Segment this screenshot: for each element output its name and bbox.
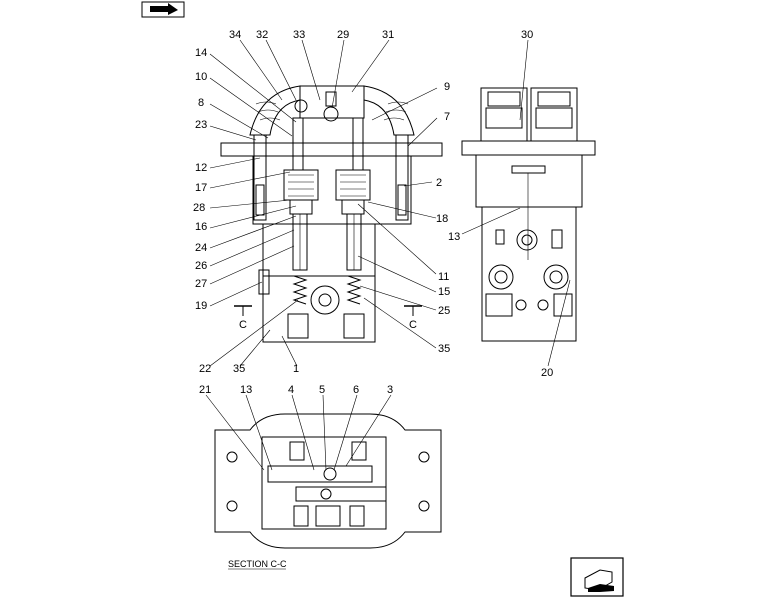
section-c-c-view <box>214 413 442 549</box>
callout-10: 10 <box>195 71 207 83</box>
callout-labels: 34 32 33 29 31 30 14 10 9 8 7 23 12 2 17… <box>193 29 553 570</box>
callout-25: 25 <box>438 305 450 317</box>
callout-26: 26 <box>195 260 207 272</box>
callout-27: 27 <box>195 278 207 290</box>
callout-34: 34 <box>229 29 241 41</box>
callout-13-section: 13 <box>240 384 252 396</box>
next-page-icon[interactable] <box>570 557 624 597</box>
callout-35-left: 35 <box>233 363 245 375</box>
callout-7: 7 <box>444 111 450 123</box>
section-caption: SECTION C-C <box>228 559 287 569</box>
previous-page-icon[interactable] <box>141 1 185 18</box>
callout-13: 13 <box>448 231 460 243</box>
callout-23: 23 <box>195 119 207 131</box>
callout-5: 5 <box>319 384 325 396</box>
callout-14: 14 <box>195 47 207 59</box>
leader-lines <box>205 39 571 471</box>
callout-33: 33 <box>293 29 305 41</box>
callout-19: 19 <box>195 300 207 312</box>
section-mark-left: C <box>239 319 247 331</box>
callout-12: 12 <box>195 162 207 174</box>
callout-8: 8 <box>198 97 204 109</box>
callout-29: 29 <box>337 29 349 41</box>
callout-21: 21 <box>199 384 211 396</box>
callout-24: 24 <box>195 242 207 254</box>
callout-6: 6 <box>353 384 359 396</box>
callout-30: 30 <box>521 29 533 41</box>
callout-32: 32 <box>256 29 268 41</box>
callout-20: 20 <box>541 367 553 379</box>
callout-17: 17 <box>195 182 207 194</box>
callout-28: 28 <box>193 202 205 214</box>
callout-18: 18 <box>436 213 448 225</box>
callout-1: 1 <box>293 363 299 375</box>
callout-22: 22 <box>199 363 211 375</box>
front-section-view <box>220 85 443 343</box>
callout-4: 4 <box>288 384 294 396</box>
callout-35-right: 35 <box>438 343 450 355</box>
callout-31: 31 <box>382 29 394 41</box>
side-view <box>461 87 596 342</box>
callout-11: 11 <box>438 271 449 283</box>
section-mark-right: C <box>409 319 417 331</box>
callout-9: 9 <box>444 81 450 93</box>
callout-2: 2 <box>436 177 442 189</box>
callout-16: 16 <box>195 221 207 233</box>
callout-3: 3 <box>387 384 393 396</box>
callout-15: 15 <box>438 286 450 298</box>
